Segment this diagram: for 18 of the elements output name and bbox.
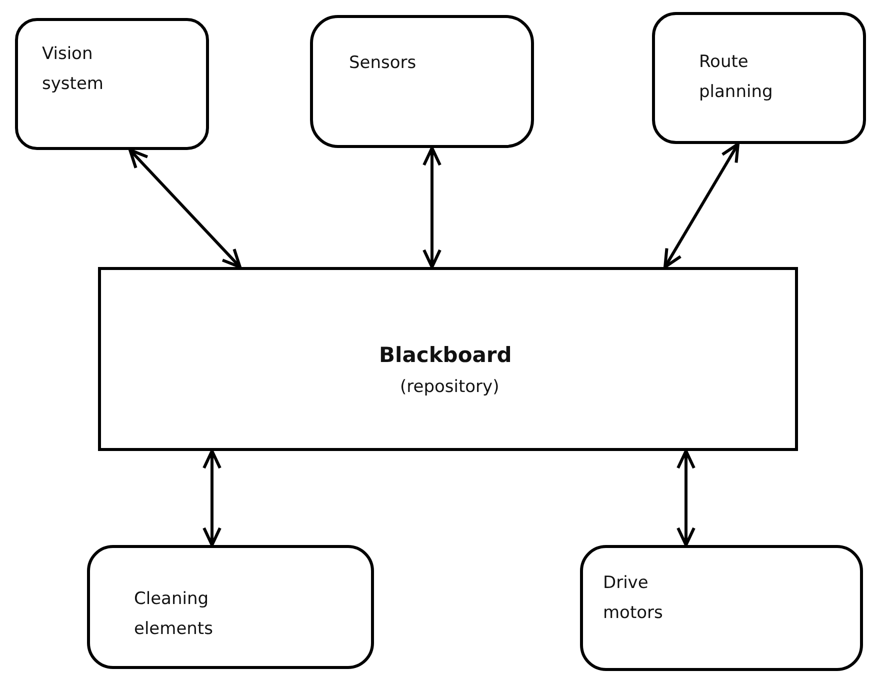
component-box [580,545,863,671]
double-arrow [128,148,242,268]
node-label: Sensors [349,52,416,75]
double-arrow [422,146,442,268]
node-label: Cleaning elements [134,588,214,641]
double-arrow [202,450,222,546]
repository-box [98,267,798,451]
component-box [15,18,209,150]
double-arrow [664,142,740,268]
double-arrow [676,450,696,546]
component-box [652,12,866,144]
node-label: Vision system [42,43,104,96]
node-sublabel: (repository) [400,376,500,399]
node-label: Route planning [699,51,774,104]
component-box [87,545,374,669]
node-label: Drive motors [603,572,664,625]
component-box [310,15,534,148]
node-label: Blackboard [379,342,512,369]
